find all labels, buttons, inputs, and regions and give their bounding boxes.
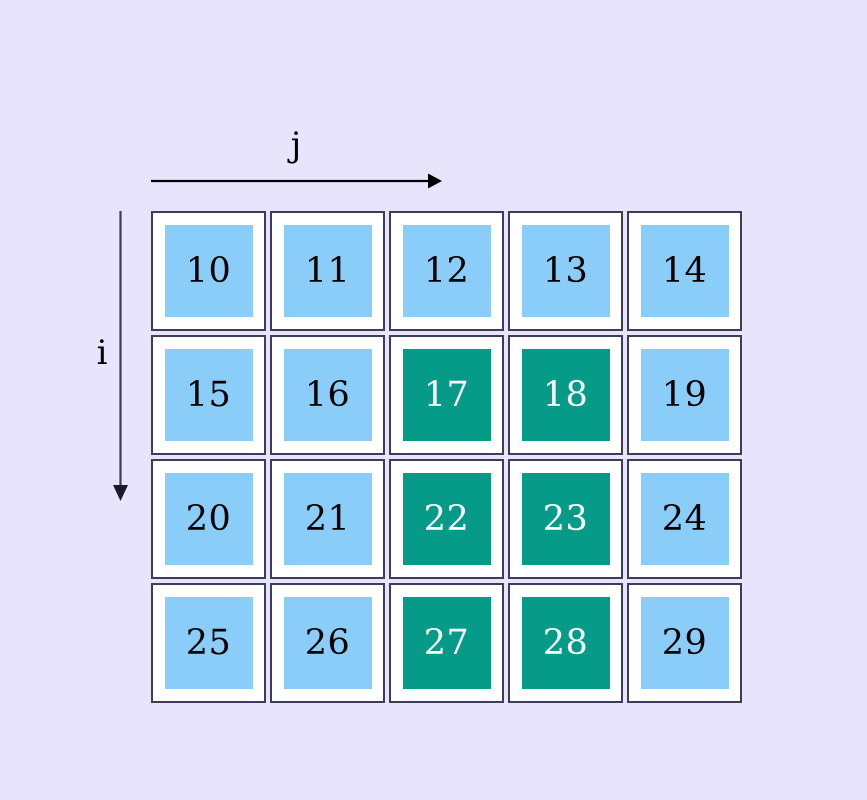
axis-label-i: i bbox=[96, 333, 108, 373]
cell-value: 24 bbox=[640, 473, 729, 565]
grid-cell[interactable]: 22 bbox=[389, 459, 504, 579]
axis-arrow-j-icon bbox=[140, 165, 450, 201]
grid-cell[interactable]: 26 bbox=[270, 583, 385, 703]
grid-cell[interactable]: 15 bbox=[151, 335, 266, 455]
cell-value: 23 bbox=[521, 473, 610, 565]
cell-value: 12 bbox=[402, 225, 491, 317]
cell-value: 17 bbox=[402, 349, 491, 441]
grid-cell[interactable]: 21 bbox=[270, 459, 385, 579]
grid-cell[interactable]: 28 bbox=[508, 583, 623, 703]
grid-cell[interactable]: 17 bbox=[389, 335, 504, 455]
grid-cell[interactable]: 12 bbox=[389, 211, 504, 331]
axis-arrow-i-icon bbox=[100, 200, 142, 514]
grid-cell[interactable]: 13 bbox=[508, 211, 623, 331]
grid-cell[interactable]: 11 bbox=[270, 211, 385, 331]
cell-value: 27 bbox=[402, 597, 491, 689]
cell-value: 26 bbox=[283, 597, 372, 689]
cell-value: 25 bbox=[164, 597, 253, 689]
cell-value: 20 bbox=[164, 473, 253, 565]
cell-value: 10 bbox=[164, 225, 253, 317]
grid-cell[interactable]: 10 bbox=[151, 211, 266, 331]
cell-value: 29 bbox=[640, 597, 729, 689]
cell-value: 22 bbox=[402, 473, 491, 565]
cell-value: 13 bbox=[521, 225, 610, 317]
grid-cell[interactable]: 18 bbox=[508, 335, 623, 455]
cell-value: 18 bbox=[521, 349, 610, 441]
grid-cell[interactable]: 25 bbox=[151, 583, 266, 703]
cell-value: 21 bbox=[283, 473, 372, 565]
axis-label-j: j bbox=[290, 125, 302, 165]
grid-cell[interactable]: 20 bbox=[151, 459, 266, 579]
cell-value: 28 bbox=[521, 597, 610, 689]
grid-cell[interactable]: 29 bbox=[627, 583, 742, 703]
grid-cell[interactable]: 24 bbox=[627, 459, 742, 579]
cell-value: 19 bbox=[640, 349, 729, 441]
cell-value: 14 bbox=[640, 225, 729, 317]
cell-value: 16 bbox=[283, 349, 372, 441]
grid-cell[interactable]: 16 bbox=[270, 335, 385, 455]
grid-cell[interactable]: 14 bbox=[627, 211, 742, 331]
grid-cell[interactable]: 27 bbox=[389, 583, 504, 703]
grid-cell[interactable]: 23 bbox=[508, 459, 623, 579]
grid-cell[interactable]: 19 bbox=[627, 335, 742, 455]
cell-value: 11 bbox=[283, 225, 372, 317]
index-grid: 10 11 12 13 14 15 16 17 18 19 bbox=[151, 211, 742, 703]
cell-value: 15 bbox=[164, 349, 253, 441]
